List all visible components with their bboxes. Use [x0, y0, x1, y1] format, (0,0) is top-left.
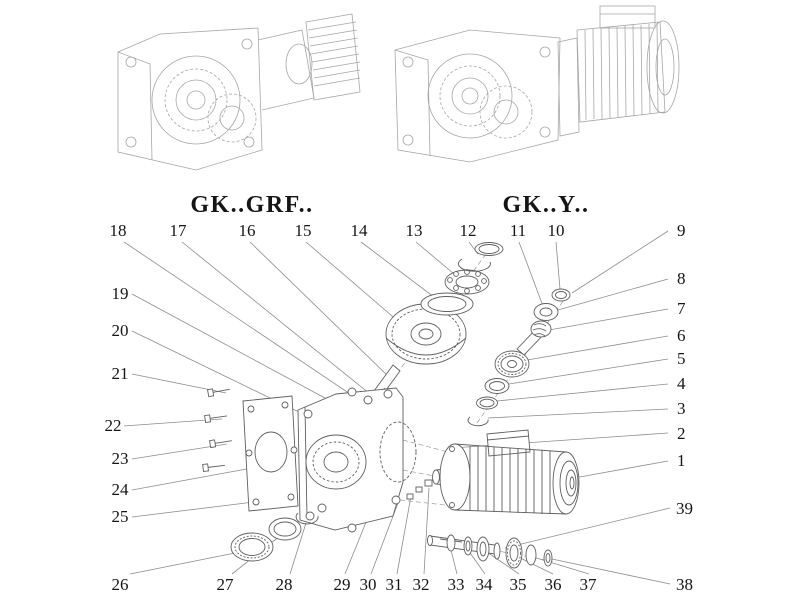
leader-lines [123, 230, 671, 585]
part-label-14: 14 [351, 221, 369, 240]
part-label-33: 33 [448, 575, 465, 594]
part-label-38: 38 [676, 575, 693, 594]
part-label-12: 12 [460, 221, 477, 240]
exploded-assembly [202, 242, 580, 569]
part-label-6: 6 [677, 326, 686, 345]
lower-bearing-rings [230, 503, 327, 562]
part-label-11: 11 [510, 221, 526, 240]
part-label-30: 30 [360, 575, 377, 594]
gear-housing [297, 387, 417, 533]
part-label-19: 19 [112, 284, 129, 303]
part-label-24: 24 [112, 480, 130, 499]
part-number-labels: 18 17 16 15 14 13 12 11 10 9 8 7 6 5 4 3… [105, 221, 694, 594]
flange-plate [242, 395, 299, 512]
output-shaft-kit [427, 534, 553, 569]
gearbox-y-drawing [394, 5, 680, 163]
part-label-35: 35 [510, 575, 527, 594]
part-label-8: 8 [677, 269, 686, 288]
variant-label-grf: GK..GRF.. [190, 192, 313, 218]
part-label-23: 23 [112, 449, 129, 468]
part-label-32: 32 [413, 575, 430, 594]
part-label-25: 25 [112, 507, 129, 526]
part-label-10: 10 [548, 221, 565, 240]
bevel-gear-shaft [362, 303, 467, 413]
part-label-1: 1 [677, 451, 686, 470]
gearbox-grf-drawing [117, 13, 361, 171]
part-label-28: 28 [276, 575, 293, 594]
electric-motor [432, 429, 580, 515]
variant-label-y: GK..Y.. [503, 192, 590, 218]
part-label-29: 29 [334, 575, 351, 594]
part-label-34: 34 [476, 575, 494, 594]
part-label-20: 20 [112, 321, 129, 340]
upper-bearing-rings [420, 242, 504, 316]
part-label-3: 3 [677, 399, 686, 418]
part-label-27: 27 [217, 575, 235, 594]
part-label-2: 2 [677, 424, 686, 443]
part-label-15: 15 [295, 221, 312, 240]
part-label-9: 9 [677, 221, 686, 240]
part-label-31: 31 [386, 575, 403, 594]
part-label-26: 26 [112, 575, 129, 594]
part-label-13: 13 [406, 221, 423, 240]
input-pinion-stack [467, 288, 571, 427]
part-label-16: 16 [239, 221, 256, 240]
part-label-7: 7 [677, 299, 686, 318]
part-label-17: 17 [170, 221, 188, 240]
part-label-18: 18 [110, 221, 127, 240]
part-label-39: 39 [676, 499, 693, 518]
part-label-36: 36 [545, 575, 562, 594]
part-label-37: 37 [580, 575, 598, 594]
part-label-22: 22 [105, 416, 122, 435]
part-label-4: 4 [677, 374, 686, 393]
part-label-5: 5 [677, 349, 686, 368]
part-label-21: 21 [112, 364, 129, 383]
flange-bolts [202, 388, 232, 472]
